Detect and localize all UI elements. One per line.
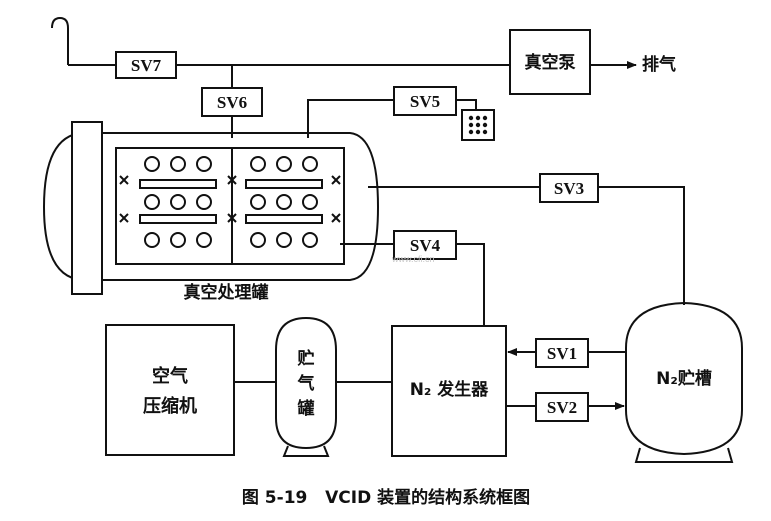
compressor-label-line2: 压缩机 xyxy=(143,395,197,417)
sv5-pipe xyxy=(307,99,394,138)
vacuum-pump-box xyxy=(509,29,591,95)
valve-sv3 xyxy=(539,173,599,203)
valve-sv5-label: SV5 xyxy=(410,92,440,111)
treatment-tank-label: 真空处理罐 xyxy=(184,282,269,303)
watermark-text: www.cfi.cn xyxy=(391,254,435,264)
valve-sv6-label: SV6 xyxy=(217,93,247,112)
sv5-sensor-pipe xyxy=(456,99,477,110)
sv3-pipe-right xyxy=(598,186,685,305)
valve-sv2-label: SV2 xyxy=(547,398,577,417)
tank-shelves xyxy=(139,179,323,224)
n2-generator-box xyxy=(391,325,507,457)
air-compressor-box xyxy=(105,324,235,456)
vacuum-pump-label: 真空泵 xyxy=(525,52,576,73)
valve-sv4-label: SV4 xyxy=(410,236,441,255)
gas-storage-label-1: 贮 xyxy=(297,348,315,369)
gas-storage-label-2: 气 xyxy=(297,373,315,394)
vent-hook-pipe xyxy=(51,16,69,65)
n2-storage-label: N₂贮槽 xyxy=(656,368,712,389)
valve-sv1 xyxy=(535,338,589,368)
exhaust-label: 排气 xyxy=(642,54,676,75)
gas-storage-label-3: 罐 xyxy=(297,398,315,419)
tank-x-markers xyxy=(119,175,341,223)
n2-storage-tank-body xyxy=(625,301,743,456)
tank-inner-rack xyxy=(115,147,345,265)
gas-storage-tank-body xyxy=(275,316,337,450)
sv4-pipe-right xyxy=(456,243,485,326)
valve-sv3-label: SV3 xyxy=(554,179,584,198)
valve-sv1-label: SV1 xyxy=(547,344,577,363)
valve-sv7 xyxy=(115,51,177,79)
valve-sv5 xyxy=(393,86,457,116)
tank-tray-items xyxy=(144,156,318,248)
sensor-panel-icon xyxy=(461,109,495,141)
n2-generator-label: N₂ 发生器 xyxy=(410,379,490,400)
compressor-label-line1: 空气 xyxy=(152,365,188,387)
valve-sv2 xyxy=(535,392,589,422)
valve-sv7-label: SV7 xyxy=(131,56,162,75)
treatment-tank-body xyxy=(42,132,380,281)
valve-sv6 xyxy=(201,87,263,117)
gas-storage-tank-base xyxy=(282,445,330,457)
figure-caption: 图 5-19 VCID 装置的结构系统框图 xyxy=(242,487,530,508)
tank-door-flange xyxy=(71,121,103,295)
valve-sv4 xyxy=(393,230,457,260)
n2-storage-tank-base xyxy=(634,447,734,463)
